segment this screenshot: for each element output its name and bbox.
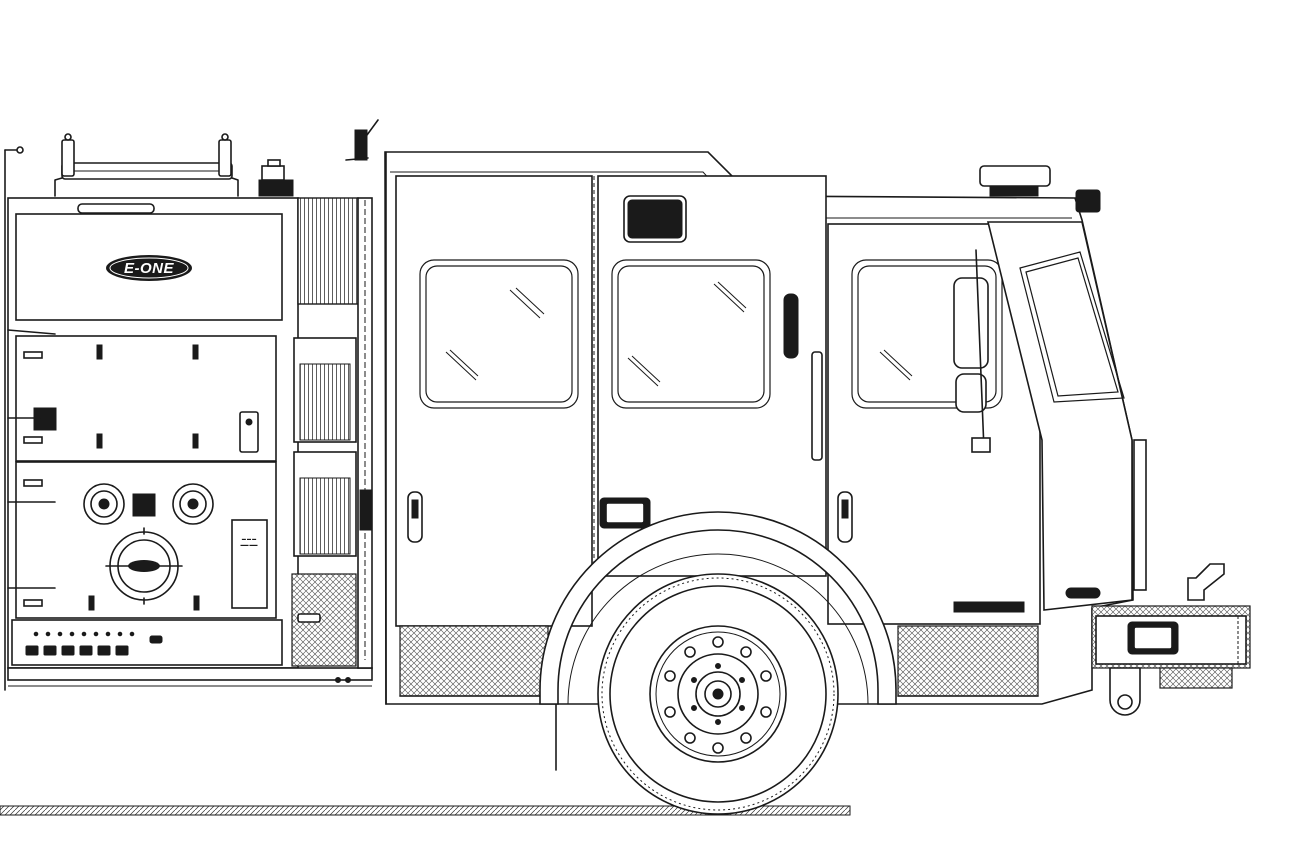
side-hose-lines (7, 329, 56, 589)
svg-text:▬▬ ▬▬: ▬▬ ▬▬ (240, 542, 257, 547)
main-intake (105, 527, 183, 605)
ground-line (0, 805, 851, 816)
riser-pipe (345, 119, 379, 669)
brand-logo: E-ONE (106, 255, 192, 281)
front-bumper (1091, 563, 1251, 716)
discharge-valves (83, 483, 214, 525)
info-placard: ▬ ▬ ▬ ▬▬ ▬▬ (231, 519, 268, 609)
side-compartments (291, 197, 359, 667)
antenna-pole (4, 146, 24, 691)
brand-logo-text: E-ONE (124, 260, 175, 277)
wheel-arch (539, 511, 897, 705)
rear-door (395, 175, 593, 627)
ladder-rack (54, 133, 239, 197)
top-light (258, 159, 294, 197)
panel-latches (23, 344, 259, 453)
roof-light (979, 165, 1051, 197)
middle-door (597, 175, 827, 577)
side-mirror (953, 249, 991, 453)
cab (384, 151, 1251, 771)
cab-steps (399, 625, 1039, 697)
front-wheel (597, 573, 839, 815)
svg-text:▬ ▬ ▬: ▬ ▬ ▬ (242, 536, 256, 541)
windshield (986, 221, 1147, 611)
pump-panel: E-ONE (4, 119, 379, 691)
indicator-lights (25, 631, 163, 656)
